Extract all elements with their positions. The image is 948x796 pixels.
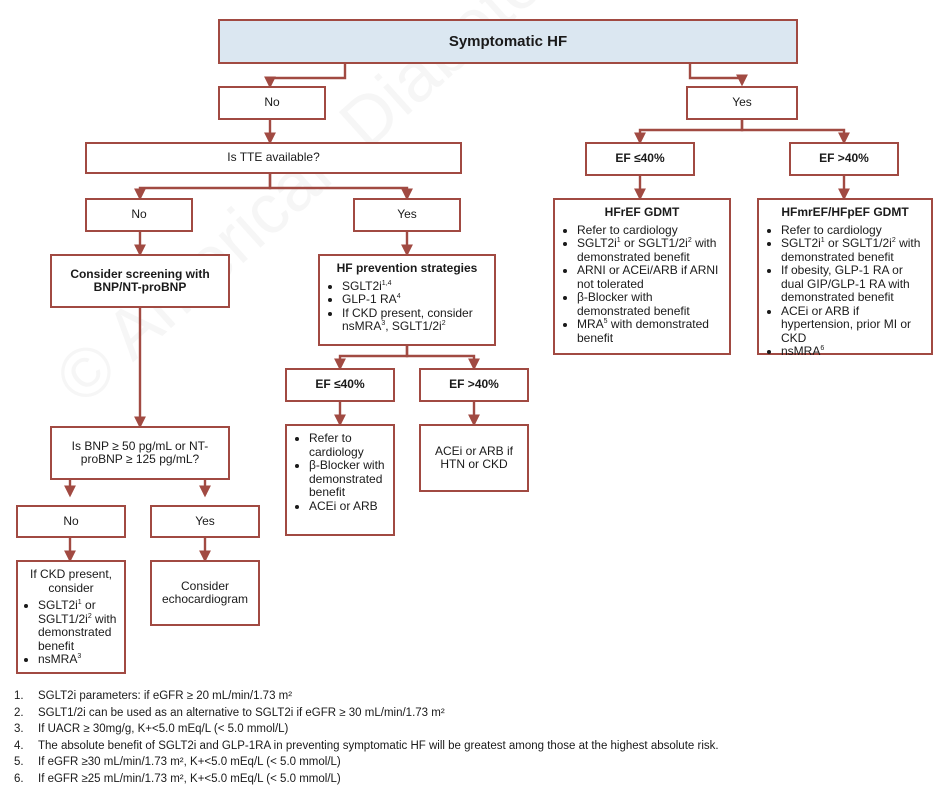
bnp-yes-box: Yes bbox=[150, 505, 260, 538]
prevention-title: HF prevention strategies bbox=[336, 261, 478, 275]
hfpef-item: If obesity, GLP-1 RA or dual GIP/GLP-1 R… bbox=[781, 263, 923, 305]
connector-yes-ef-high bbox=[740, 120, 850, 145]
footnote: 3.If UACR ≥ 30mg/g, K+<5.0 mEq/L (< 5.0 … bbox=[14, 723, 289, 735]
footnote: 6.If eGFR ≥25 mL/min/1.73 m², K+<5.0 mEq… bbox=[14, 772, 341, 785]
connector-tte-no bbox=[134, 174, 272, 201]
screening-text: Consider screening with BNP/NT-proBNP bbox=[70, 266, 210, 294]
connector-prevention-low bbox=[334, 346, 409, 371]
ckd-title: If CKD present, consider bbox=[29, 567, 113, 595]
prev-ef-low-box: EF ≤40% bbox=[285, 368, 395, 402]
yes-main-label: Yes bbox=[732, 95, 752, 110]
hfref-item: ARNI or ACEi/ARB if ARNI not tolerated bbox=[577, 263, 721, 291]
ef-low-box: EF ≤40% bbox=[585, 142, 695, 176]
hfpef-item: nsMRA6 bbox=[781, 344, 923, 359]
ckd-item: nsMRA3 bbox=[38, 652, 118, 667]
prev-high-text: ACEi or ARB if HTN or CKD bbox=[434, 443, 514, 471]
hfref-list: Refer to cardiology SGLT2i1 or SGLT1/2i2… bbox=[563, 223, 721, 346]
prev-low-item: β-Blocker with demonstrated benefit bbox=[309, 458, 385, 500]
hfref-title: HFrEF GDMT bbox=[604, 205, 680, 219]
prev-ef-low-label: EF ≤40% bbox=[315, 377, 365, 392]
prevention-list: SGLT2i1,4 GLP-1 RA4 If CKD present, cons… bbox=[328, 279, 486, 334]
ckd-list: SGLT2i1 or SGLT1/2i2 with demonstrated b… bbox=[24, 598, 118, 667]
bnp-no-box: No bbox=[16, 505, 126, 538]
ef-low-label: EF ≤40% bbox=[615, 151, 665, 166]
prevention-box: HF prevention strategies SGLT2i1,4 GLP-1… bbox=[318, 254, 496, 346]
ef-high-label: EF >40% bbox=[819, 151, 869, 166]
ckd-item: SGLT2i1 or SGLT1/2i2 with demonstrated b… bbox=[38, 598, 118, 653]
bnp-question-box: Is BNP ≥ 50 pg/mL or NT-proBNP ≥ 125 pg/… bbox=[50, 426, 230, 480]
root-title: Symptomatic HF bbox=[448, 32, 568, 50]
no-box-main: No bbox=[218, 86, 326, 120]
connector-root-yes bbox=[688, 64, 748, 87]
bnp-yes-label: Yes bbox=[195, 513, 215, 528]
prevention-item: GLP-1 RA4 bbox=[342, 292, 486, 307]
prev-low-item: ACEi or ARB bbox=[309, 499, 385, 514]
tte-no-box: No bbox=[85, 198, 193, 232]
prev-ef-high-box: EF >40% bbox=[419, 368, 529, 402]
hfref-item: β-Blocker with demonstrated benefit bbox=[577, 290, 721, 318]
tte-question: Is TTE available? bbox=[227, 150, 320, 165]
screening-box: Consider screening with BNP/NT-proBNP bbox=[50, 254, 230, 308]
root-box: Symptomatic HF bbox=[218, 19, 798, 64]
tte-yes-box: Yes bbox=[353, 198, 461, 232]
no-main-label: No bbox=[264, 95, 280, 110]
hfpef-box: HFmrEF/HFpEF GDMT Refer to cardiology SG… bbox=[757, 198, 933, 358]
hfref-box: HFrEF GDMT Refer to cardiology SGLT2i1 o… bbox=[553, 198, 731, 355]
prev-low-list: Refer to cardiology β-Blocker with demon… bbox=[295, 431, 385, 514]
hfpef-item: Refer to cardiology bbox=[781, 223, 923, 238]
hfpef-item: SGLT2i1 or SGLT1/2i2 with demonstrated b… bbox=[781, 236, 923, 264]
tte-yes-label: Yes bbox=[397, 207, 417, 222]
prev-ef-high-label: EF >40% bbox=[449, 377, 499, 392]
hfref-item: MRA5 with demonstrated benefit bbox=[577, 317, 721, 345]
footnote: 2.SGLT1/2i can be used as an alternative… bbox=[14, 706, 445, 719]
prevention-item: If CKD present, consider nsMRA3, SGLT1/2… bbox=[342, 306, 486, 334]
connector-tte-yes bbox=[268, 174, 413, 201]
connector-yes-ef-low bbox=[634, 120, 744, 145]
ckd-box: If CKD present, consider SGLT2i1 or SGLT… bbox=[16, 560, 126, 674]
hfref-item: Refer to cardiology bbox=[577, 223, 721, 238]
prevention-item: SGLT2i1,4 bbox=[342, 279, 486, 294]
bnp-question: Is BNP ≥ 50 pg/mL or NT-proBNP ≥ 125 pg/… bbox=[71, 438, 209, 466]
footnote: 5.If eGFR ≥30 mL/min/1.73 m², K+<5.0 mEq… bbox=[14, 756, 341, 768]
connector-root-no bbox=[264, 64, 347, 89]
prev-low-box: Refer to cardiology β-Blocker with demon… bbox=[285, 424, 395, 536]
echo-box: Consider echocardiogram bbox=[150, 560, 260, 626]
tte-no-label: No bbox=[131, 207, 147, 222]
connector-prevention-high bbox=[405, 346, 480, 371]
bnp-no-label: No bbox=[63, 513, 79, 528]
hfpef-item: ACEi or ARB if hypertension, prior MI or… bbox=[781, 304, 923, 346]
prev-high-box: ACEi or ARB if HTN or CKD bbox=[419, 424, 529, 492]
footnote: 1.SGLT2i parameters: if eGFR ≥ 20 mL/min… bbox=[14, 690, 293, 702]
hfpef-list: Refer to cardiology SGLT2i1 or SGLT1/2i2… bbox=[767, 223, 923, 359]
hfref-item: SGLT2i1 or SGLT1/2i2 with demonstrated b… bbox=[577, 236, 721, 264]
yes-box-main: Yes bbox=[686, 86, 798, 120]
footnote: 4.The absolute benefit of SGLT2i and GLP… bbox=[14, 739, 719, 752]
tte-question-box: Is TTE available? bbox=[85, 142, 462, 174]
prev-low-item: Refer to cardiology bbox=[309, 431, 385, 459]
hfpef-title: HFmrEF/HFpEF GDMT bbox=[781, 205, 909, 219]
echo-text: Consider echocardiogram bbox=[161, 578, 249, 606]
footnotes: 1.SGLT2i parameters: if eGFR ≥ 20 mL/min… bbox=[14, 688, 934, 787]
ef-high-box: EF >40% bbox=[789, 142, 899, 176]
